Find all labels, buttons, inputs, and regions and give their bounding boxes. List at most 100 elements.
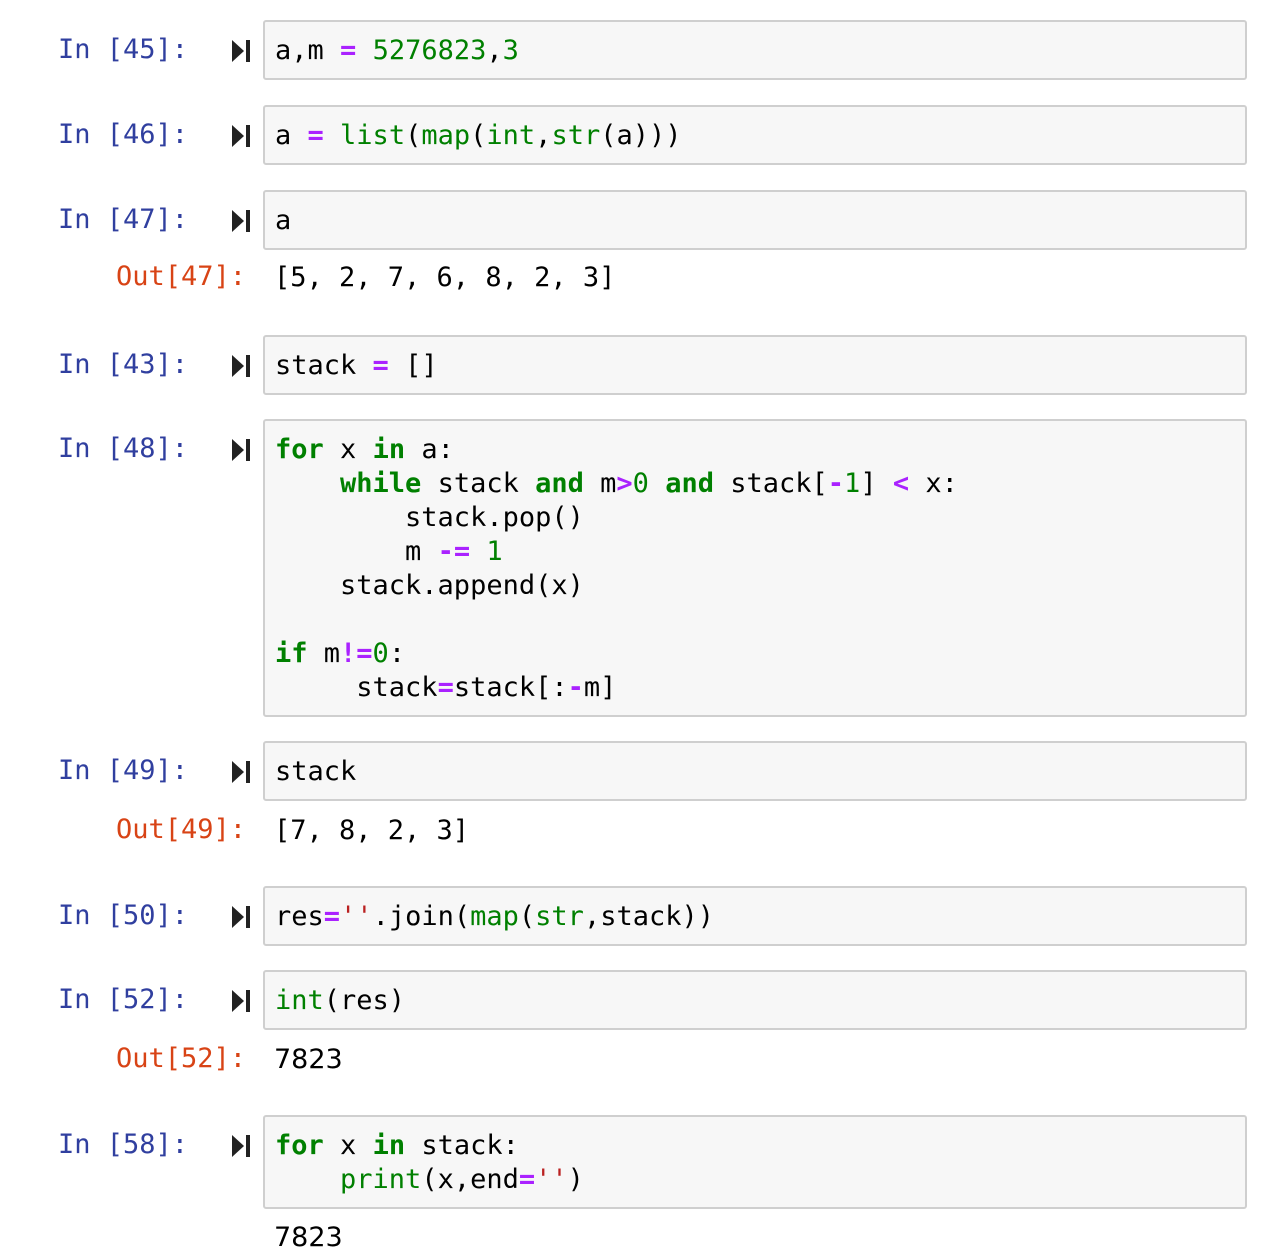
code-token: , [486,35,503,66]
code-token: != [340,638,373,669]
in-prompt: In [46]: [58,119,189,150]
code-line [275,603,1235,637]
code-token: '' [340,901,373,932]
code-token: stack[ [713,468,828,499]
code-token: ] [860,468,893,499]
code-token: res [275,901,324,932]
code-token: - [567,672,584,703]
code-token: m [307,638,341,669]
in-prompt: In [43]: [58,349,189,380]
code-token: = [372,350,389,381]
run-cell-icon[interactable] [230,988,252,1014]
run-cell-icon[interactable] [230,38,252,64]
code-line: a [275,204,1235,238]
code-line: for x in stack: [275,1129,1235,1163]
code-line: a = list(map(int,str(a))) [275,119,1235,153]
code-input[interactable]: int(res) [263,970,1247,1030]
code-token: = [323,901,341,932]
code-line: a,m = 5276823,3 [275,34,1235,68]
code-token: 3 [502,35,519,66]
code-line: stack=stack[:-m] [275,671,1235,705]
code-line: stack [275,755,1235,789]
code-token: int [275,985,324,1016]
code-input[interactable]: a,m = 5276823,3 [263,20,1247,80]
run-cell-icon[interactable] [230,437,252,463]
code-token: (a))) [600,120,682,151]
code-token: x: [909,468,958,499]
code-token: a: [405,434,454,465]
code-token: ( [470,120,487,151]
code-token [275,1164,340,1195]
code-line: stack = [] [275,349,1235,383]
code-input[interactable]: res=''.join(map(str,stack)) [263,886,1247,946]
in-prompt: In [58]: [58,1129,189,1160]
code-token: stack[: [453,672,568,703]
code-input[interactable]: for x in a: while stack and m >0 and stac… [263,419,1247,717]
code-input[interactable]: for x in stack: print(x,end='') [263,1115,1247,1209]
code-input[interactable]: a [263,190,1247,250]
code-token: 0 [632,468,649,499]
code-input[interactable]: stack = [] [263,335,1247,395]
code-input[interactable]: stack [263,741,1247,801]
out-prompt: Out[52]: [116,1043,247,1074]
code-token: = [307,120,324,151]
code-token: m [275,536,438,567]
code-token: ) [567,1164,584,1195]
run-cell-icon[interactable] [230,123,252,149]
in-prompt: In [45]: [58,34,189,65]
code-token [356,35,372,66]
in-prompt: In [47]: [58,204,189,235]
code-token: int [486,120,536,151]
cell-output: [5, 2, 7, 6, 8, 2, 3] [274,262,616,293]
code-token: str [551,120,601,151]
code-token: a,m [275,35,341,66]
code-token: , [535,120,552,151]
run-cell-icon[interactable] [230,759,252,785]
code-token [649,468,665,499]
code-token: .join( [372,901,471,932]
in-prompt: In [49]: [58,755,189,786]
code-token: and [535,468,584,499]
code-line: print(x,end='') [275,1163,1235,1197]
run-cell-icon[interactable] [230,904,252,930]
run-cell-icon[interactable] [230,1133,252,1159]
code-token: : [388,638,406,669]
code-token: if [275,638,308,669]
code-token: '' [535,1164,568,1195]
run-cell-icon[interactable] [230,353,252,379]
code-token: - [827,468,845,499]
stream-output: 7823 [274,1222,343,1253]
out-prompt: Out[49]: [116,814,247,845]
code-token [470,536,486,567]
code-token: 0 [372,638,389,669]
code-token: print [340,1164,422,1195]
code-token: str [535,901,584,932]
code-token: 1 [844,468,861,499]
code-token: 1 [486,536,503,567]
cell-output: [7, 8, 2, 3] [274,815,470,846]
code-token: ( [518,901,536,932]
code-token: x [323,434,373,465]
code-token: a [275,205,292,236]
in-prompt: In [48]: [58,433,189,464]
code-token: in [372,434,406,465]
code-token: -= [437,536,471,567]
code-token: x [323,1130,373,1161]
code-token: ( [405,120,422,151]
code-input[interactable]: a = list(map(int,str(a))) [263,105,1247,165]
code-line: res=''.join(map(str,stack)) [275,900,1235,934]
code-token: > [616,468,633,499]
code-token: while [340,468,422,499]
code-line: for x in a: [275,433,1235,467]
out-prompt: Out[47]: [116,261,247,292]
code-token: list [340,120,406,151]
code-token: stack [275,672,438,703]
code-token: in [372,1130,406,1161]
code-token: map [470,901,519,932]
run-cell-icon[interactable] [230,208,252,234]
in-prompt: In [52]: [58,984,189,1015]
code-line: stack.pop() [275,501,1235,535]
code-token: = [340,35,357,66]
code-token: stack.append(x) [275,570,584,601]
code-token: and [665,468,714,499]
